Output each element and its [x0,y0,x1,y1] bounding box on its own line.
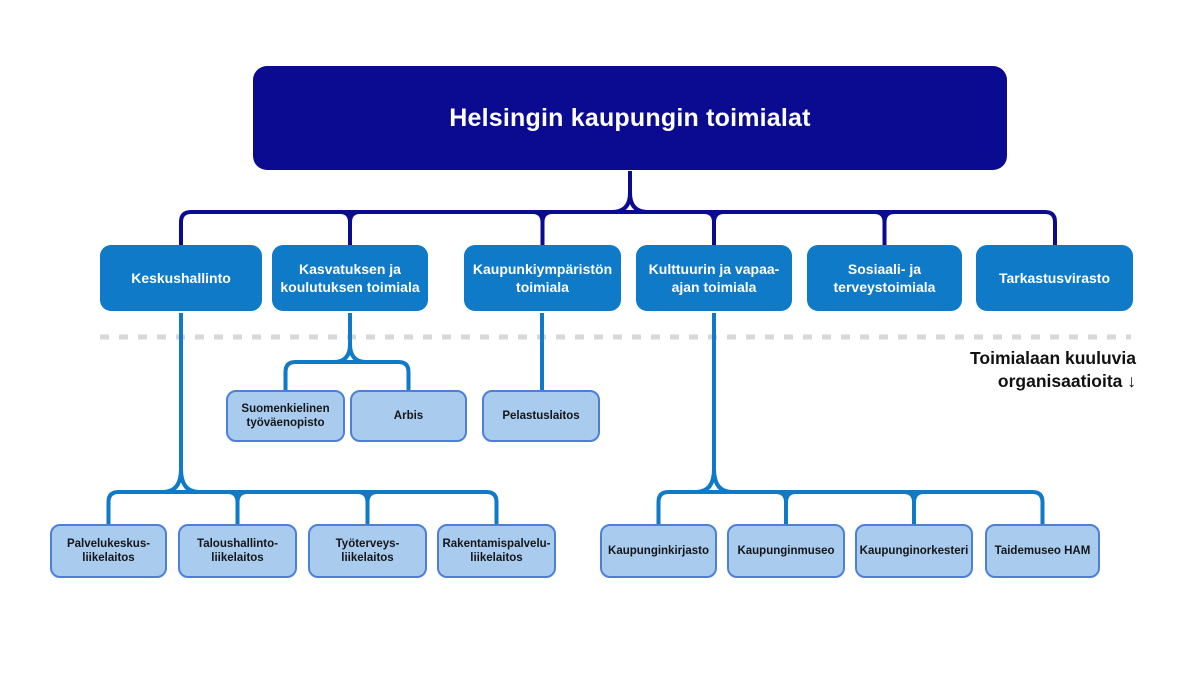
divider-note: Toimialaan kuuluvia organisaatioita ↓ [970,348,1136,391]
org-label: Kaupunginkirjasto [608,544,709,557]
org-node-kaupunginorkesteri: Kaupunginorkesteri [855,524,973,578]
org-node-taloushallinto-liikelaitos: Taloushallinto- liikelaitos [178,524,297,578]
division-label: Kasvatuksen ja koulutuksen toimiala [280,261,420,295]
division-label: Keskushallinto [131,270,231,286]
org-label: Pelastuslaitos [502,409,580,422]
org-label: Rakentamispalvelu- liikelaitos [442,537,551,565]
division-node-kaupunkiymparisto-toimiala: Kaupunkiympäristön toimiala [464,245,621,311]
org-node-kaupunginkirjasto: Kaupunginkirjasto [600,524,717,578]
org-node-palvelukeskus-liikelaitos: Palvelukeskus- liikelaitos [50,524,167,578]
org-node-suomenkielinen-tyovaenopisto: Suomenkielinen työväenopisto [226,390,345,442]
org-label: Suomenkielinen työväenopisto [241,402,330,430]
org-label: Taidemuseo HAM [994,544,1091,557]
org-label: Taloushallinto- liikelaitos [197,537,278,565]
org-node-arbis: Arbis [350,390,467,442]
connector-root-to-divisions [179,171,1057,246]
root-node-label: Helsingin kaupungin toimialat [449,103,811,132]
division-label: Kulttuurin ja vapaa- ajan toimiala [648,261,780,295]
division-node-kulttuurin-ja-vapaa-ajan-toimiala: Kulttuurin ja vapaa- ajan toimiala [636,245,792,311]
org-node-rakentamispalvelu-liikelaitos: Rakentamispalvelu- liikelaitos [437,524,556,578]
org-label: Työterveys- liikelaitos [335,537,400,565]
org-node-taidemuseo-ham: Taidemuseo HAM [985,524,1100,578]
connector-kulttuuri-children [656,313,1045,526]
division-node-tarkastusvirasto: Tarkastusvirasto [976,245,1133,311]
division-node-keskushallinto: Keskushallinto [100,245,262,311]
connector-kasvatus-children [283,313,411,392]
org-node-pelastuslaitos: Pelastuslaitos [482,390,600,442]
org-node-kaupunginmuseo: Kaupunginmuseo [727,524,845,578]
division-label: Kaupunkiympäristön toimiala [472,261,613,295]
org-label: Kaupunginorkesteri [859,544,969,557]
division-label: Tarkastusvirasto [998,270,1110,286]
org-node-tyoterveys-liikelaitos: Työterveys- liikelaitos [308,524,427,578]
org-label: Palvelukeskus- liikelaitos [66,537,151,565]
division-node-sosiaali-ja-terveystoimiala: Sosiaali- ja terveystoimiala [807,245,962,311]
org-label: Kaupunginmuseo [737,544,835,557]
org-label: Arbis [393,409,424,422]
division-label: Sosiaali- ja terveystoimiala [833,261,936,295]
root-node-helsingin-kaupungin-toimialat: Helsingin kaupungin toimialat [253,66,1007,170]
division-node-kasvatuksen-ja-koulutuksen-toimiala: Kasvatuksen ja koulutuksen toimiala [272,245,428,311]
